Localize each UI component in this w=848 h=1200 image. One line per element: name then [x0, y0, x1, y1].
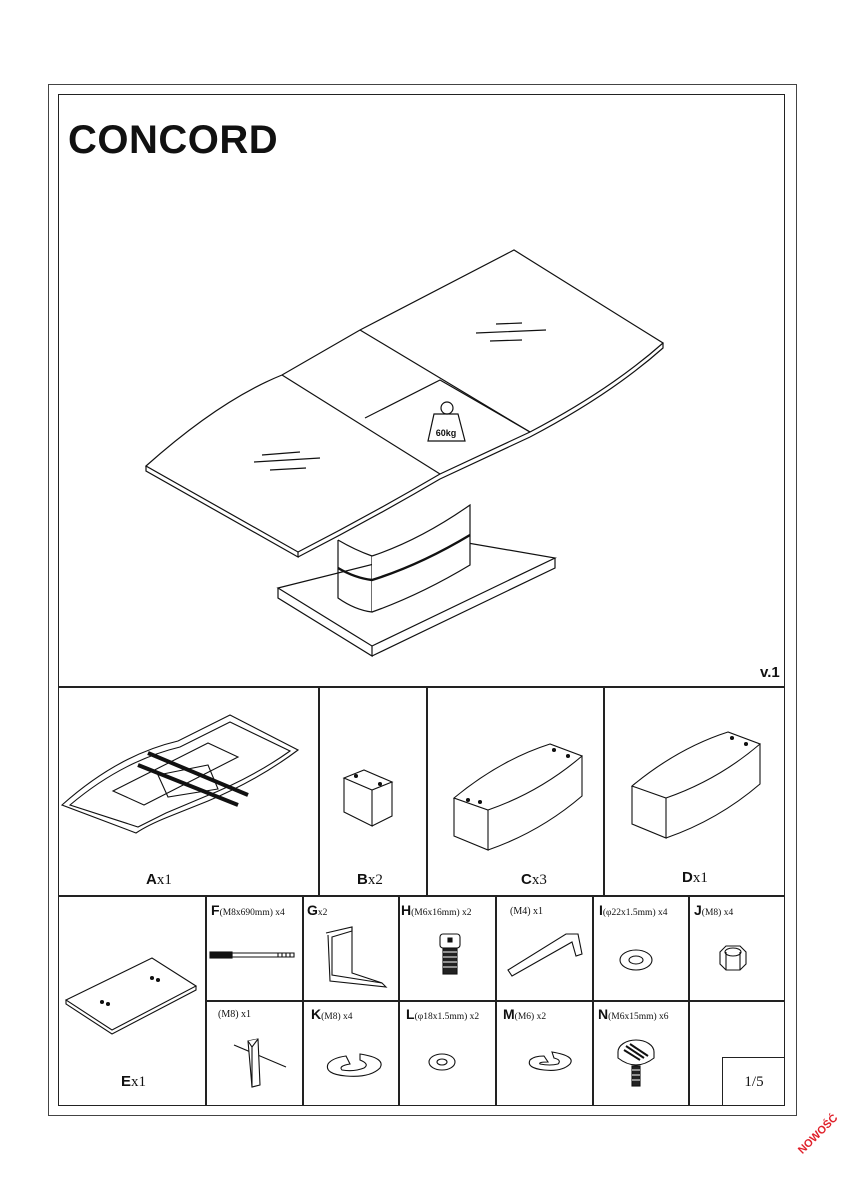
part-f-label: F(M8x690mm) x4 [211, 902, 285, 918]
spring-washer-icon [326, 1053, 382, 1077]
wrench-icon [233, 1038, 287, 1088]
small-washer-icon [428, 1053, 456, 1071]
part-c-panel-icon [452, 743, 584, 851]
divider [302, 895, 304, 1106]
divider [398, 895, 400, 1106]
adjustable-foot-icon [617, 1039, 655, 1087]
divider [318, 686, 320, 895]
part-m-label: M(M6) x2 [503, 1006, 547, 1022]
divider [426, 686, 428, 895]
part-h-label: H(M6x16mm) x2 [401, 902, 472, 918]
page-number: 1/5 [722, 1057, 785, 1106]
part-n-label: N(M6x15mm) x6 [598, 1006, 669, 1022]
part-e-baseplate-icon [64, 957, 198, 1035]
page-title: CONCORD [68, 118, 279, 162]
divider [58, 686, 785, 688]
divider [592, 895, 594, 1106]
new-product-stamp: NOWOŚĆ [796, 1112, 841, 1157]
part-k-label: K(M8) x4 [311, 1006, 353, 1022]
version-label: v.1 [760, 664, 780, 681]
part-e-label: Ex1 [121, 1073, 147, 1090]
part-g-label: Gx2 [307, 902, 328, 918]
washer-icon [619, 949, 653, 971]
part-d-panel-icon [630, 731, 762, 839]
bolt-icon [209, 951, 295, 959]
table-illustration: 60kg [144, 249, 664, 658]
nut-icon [719, 945, 747, 971]
divider [495, 895, 497, 1106]
divider [205, 895, 207, 1106]
bracket-icon [325, 926, 388, 988]
part-a-label: Ax1 [146, 871, 172, 888]
part-b-label: Bx2 [357, 871, 383, 888]
screw-icon [439, 933, 461, 975]
inner-frame [58, 94, 785, 1106]
part-a-tabletop-icon [60, 714, 300, 834]
part-d-label: Dx1 [682, 869, 708, 886]
divider [603, 686, 605, 895]
divider [688, 895, 690, 1106]
spring-washer-small-icon [528, 1051, 572, 1071]
hex-key-label: (M4) x1 [510, 906, 544, 917]
outer-frame [48, 84, 797, 1116]
hex-key-icon [507, 933, 583, 977]
part-c-label: Cx3 [521, 871, 547, 888]
divider [58, 895, 785, 897]
part-i-label: I(φ22x1.5mm) x4 [599, 902, 668, 918]
wrench-label: (M8) x1 [218, 1009, 252, 1020]
load-capacity-label: 60kg [436, 428, 457, 438]
part-j-label: J(M8) x4 [694, 902, 734, 918]
part-b-block-icon [342, 769, 394, 827]
part-l-label: L(φ18x1.5mm) x2 [406, 1006, 480, 1022]
